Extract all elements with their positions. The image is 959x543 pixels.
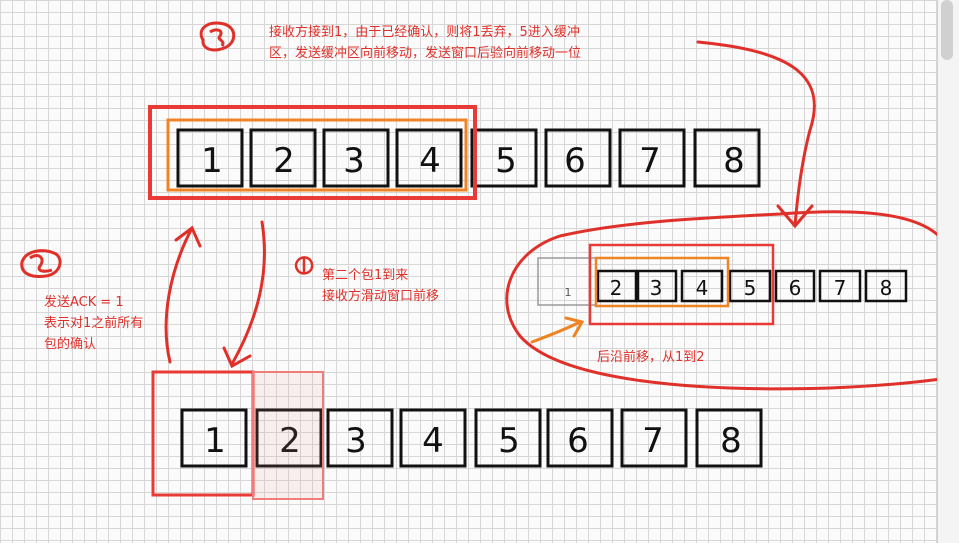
right-group-loop	[505, 210, 950, 391]
right-packet-box-3	[636, 269, 678, 303]
step3-note: 接收方接到1，由于已经确认，则将1丢弃，5进入缓冲 区，发送缓冲区向前移动，发送…	[269, 25, 582, 61]
right-packet-row	[596, 269, 908, 303]
top-packet-box-5	[470, 128, 538, 188]
right-packet-label-8: 8	[880, 276, 893, 300]
right-packet-box-5	[728, 269, 772, 303]
scrollbar-thumb[interactable]	[941, 0, 953, 60]
top-send-window	[148, 105, 477, 200]
bottom-packet-label-8: 8	[720, 421, 742, 461]
bottom-packet-label-6: 6	[567, 421, 589, 461]
step-1-circle	[294, 256, 314, 275]
bottom-packet-label-1: 1	[204, 421, 226, 461]
bottom-packet-box-8	[695, 408, 763, 468]
top-send-buffer	[166, 118, 468, 192]
top-packet-box-8	[693, 128, 761, 188]
top-packet-box-3	[322, 128, 390, 188]
top-packet-label-4: 4	[419, 141, 441, 181]
step3-curve-arrow	[696, 40, 816, 229]
top-packet-label-3: 3	[343, 141, 365, 181]
right-packet-labels: 1 2 3 4 5 6 7 8	[565, 276, 893, 300]
step-3-circle	[199, 21, 236, 52]
bottom-packet-label-4: 4	[422, 421, 444, 461]
packet-arrival-arrow	[222, 220, 266, 369]
step-2-circle	[20, 249, 62, 278]
bottom-packet-label-2: 2	[279, 421, 301, 461]
rear-edge-note: 后沿前移，从1到2	[597, 350, 705, 365]
right-packet-label-6: 6	[789, 276, 802, 300]
top-packet-box-2	[249, 128, 317, 188]
step2-note: 发送ACK = 1 表示对1之前所有 包的确认	[44, 295, 144, 352]
top-packet-label-5: 5	[495, 141, 517, 181]
bottom-packet-box-5	[474, 408, 542, 468]
bottom-next-slot-highlight	[252, 371, 324, 500]
top-packet-label-1: 1	[201, 141, 223, 181]
right-packet-label-1: 1	[565, 286, 572, 299]
right-packet-box-8	[864, 269, 908, 303]
right-packet-box-2	[596, 269, 638, 303]
right-packet-label-5: 5	[744, 276, 757, 300]
bottom-packet-box-2	[255, 408, 323, 468]
bottom-packet-box-7	[620, 408, 688, 468]
top-packet-box-6	[544, 128, 612, 188]
step1-note: 第二个包1到来 接收方滑动窗口前移	[322, 268, 440, 304]
right-packet-label-2: 2	[610, 276, 623, 300]
bottom-packet-label-3: 3	[345, 421, 367, 461]
bottom-packet-labels: 1 2 3 4 5 6 7 8	[204, 421, 742, 461]
top-packet-label-2: 2	[273, 141, 295, 181]
top-packet-label-6: 6	[564, 141, 586, 181]
bottom-receive-window	[151, 370, 255, 497]
top-packet-label-7: 7	[639, 141, 661, 181]
top-packet-row	[176, 128, 761, 188]
right-packet-label-7: 7	[834, 276, 847, 300]
ack-arrow	[164, 225, 202, 364]
top-packet-box-7	[618, 128, 686, 188]
bottom-packet-box-4	[399, 408, 467, 468]
bottom-packet-box-1	[180, 408, 248, 468]
right-packet-box-7	[818, 269, 862, 303]
right-send-window	[588, 243, 775, 326]
right-packet-box-6	[774, 269, 816, 303]
rear-edge-arrow	[530, 316, 585, 344]
bottom-packet-box-3	[326, 408, 394, 468]
right-packet-label-4: 4	[696, 276, 709, 300]
right-packet-box-4	[680, 269, 724, 303]
bottom-packet-box-6	[546, 408, 614, 468]
bottom-packet-label-5: 5	[498, 421, 520, 461]
top-packet-box-4	[395, 128, 463, 188]
scrollbar-track[interactable]	[937, 0, 959, 543]
right-send-buffer	[594, 256, 730, 308]
right-packet-label-3: 3	[650, 276, 663, 300]
top-packet-labels: 1 2 3 4 5 6 7 8	[201, 141, 745, 181]
bottom-packet-row	[180, 408, 763, 468]
bottom-packet-label-7: 7	[642, 421, 664, 461]
top-packet-label-8: 8	[723, 141, 745, 181]
top-packet-box-1	[176, 128, 244, 188]
